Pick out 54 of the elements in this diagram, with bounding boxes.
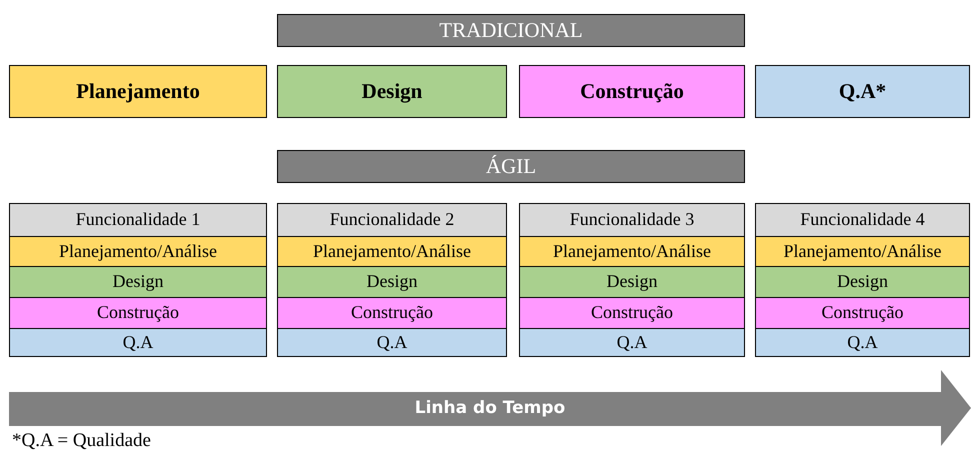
phase-cell [755, 236, 970, 268]
phase-cell [277, 203, 507, 238]
cell-text: Planejamento/Análise [313, 242, 471, 262]
phase-label: Design [362, 80, 422, 104]
phase-cell [277, 328, 507, 357]
cell-text: Design [366, 272, 418, 292]
cell-text: Planejamento/Análise [784, 242, 942, 262]
phase-cell [9, 297, 267, 330]
cell-text: Construção [822, 303, 904, 324]
phase-cell [9, 266, 267, 298]
phase-box [277, 65, 507, 118]
cell-text: Planejamento/Análise [59, 242, 217, 262]
phase-cell [9, 328, 267, 357]
cell-text: Q.A [847, 332, 878, 352]
cell-text: Construção [351, 303, 433, 324]
cell-text: Q.A [616, 332, 648, 352]
phase-label: Construção [580, 80, 684, 104]
footnote: *Q.A = Qualidade [12, 430, 151, 452]
phase-box [755, 65, 970, 118]
banner-title: TRADICIONAL [439, 18, 583, 42]
phase-cell [755, 297, 970, 330]
phase-box [9, 65, 267, 118]
phase-label: Q.A* [838, 80, 886, 104]
phase-cell [9, 203, 267, 238]
phase-cell [277, 236, 507, 268]
phase-cell [519, 266, 745, 298]
phase-box [519, 65, 745, 118]
phase-cell [755, 203, 970, 238]
cell-text: Funcionalidade 1 [76, 210, 200, 230]
phase-cell [519, 236, 745, 268]
arrow-label: Linha do Tempo [414, 398, 566, 418]
cell-text: Construção [591, 303, 673, 324]
section-banner [277, 14, 745, 47]
phase-cell [9, 236, 267, 268]
cell-text: Design [112, 272, 164, 292]
phase-cell [277, 297, 507, 330]
cell-text: Q.A [376, 332, 408, 352]
cell-text: Design [837, 272, 888, 292]
cell-text: Funcionalidade 4 [800, 210, 925, 230]
section-banner [277, 150, 745, 183]
phase-cell [277, 266, 507, 298]
cell-text: Planejamento/Análise [553, 242, 711, 262]
phase-cell [755, 266, 970, 298]
banner-title: ÁGIL [486, 154, 536, 178]
phase-cell [519, 328, 745, 357]
phase-cell [755, 328, 970, 357]
phase-cell [519, 297, 745, 330]
cell-text: Construção [97, 303, 179, 324]
cell-text: Design [606, 272, 658, 292]
cell-text: Funcionalidade 2 [330, 210, 454, 230]
cell-text: Funcionalidade 3 [570, 210, 694, 230]
phase-cell [519, 203, 745, 238]
phase-label: Planejamento [76, 80, 200, 104]
cell-text: Q.A [122, 332, 154, 352]
